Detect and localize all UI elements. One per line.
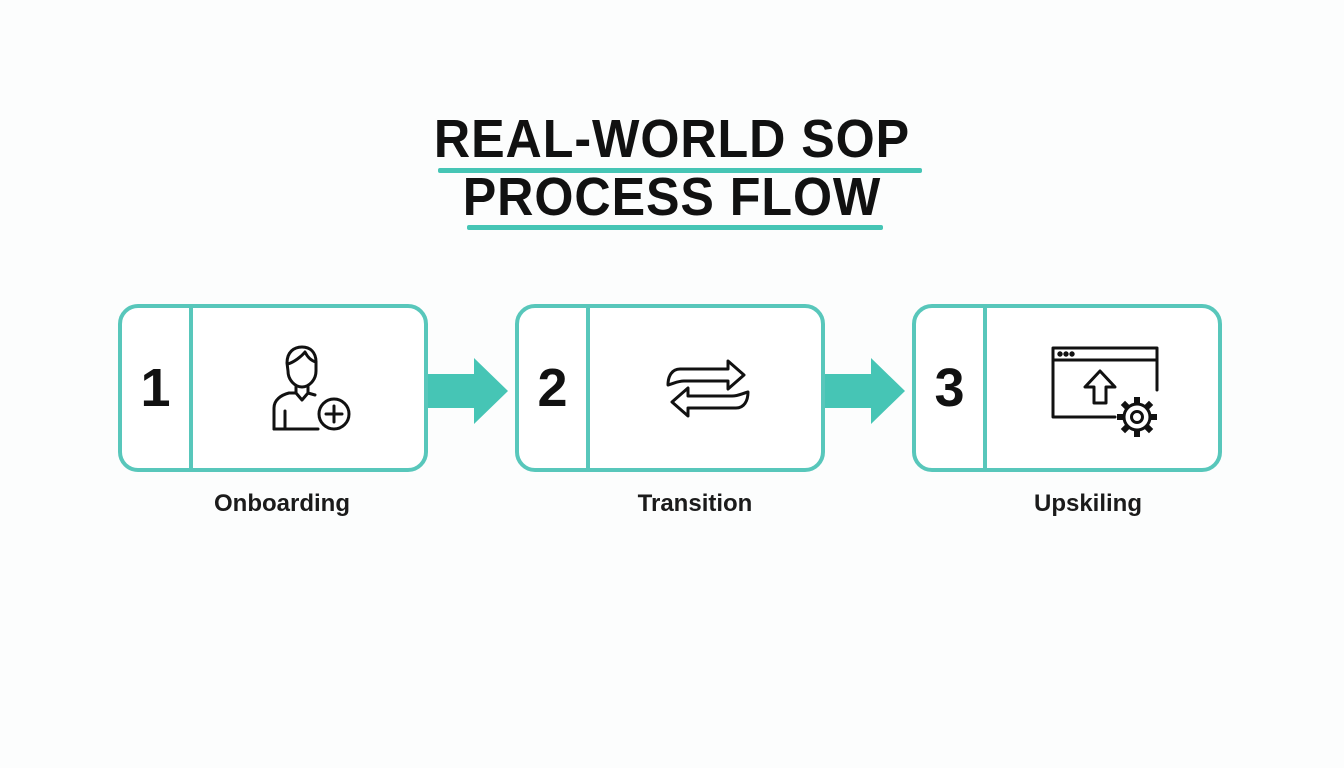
title-text-2: PROCESS FLOW: [462, 167, 882, 227]
step-card-1: 1: [118, 304, 428, 472]
step-number-2: 2: [537, 358, 568, 418]
browser-upload-gear-icon: [1051, 346, 1158, 437]
step-number-cell-2: 2: [519, 308, 590, 468]
step-number-3: 3: [934, 358, 965, 418]
add-user-icon: [272, 345, 350, 431]
step-icon-cell-1: [197, 308, 424, 468]
step-card-2: 2: [515, 304, 825, 472]
step-label-upskiling: Upskiling: [1033, 490, 1142, 517]
step-icon-cell-2: [594, 308, 821, 468]
swap-arrows-icon: [666, 359, 749, 418]
step-icon-cell-3: [991, 308, 1218, 468]
flow-arrow-1: [428, 358, 508, 424]
title-line-1: REAL-WORLD SOP: [0, 112, 1344, 166]
step-number-1: 1: [140, 358, 171, 418]
step-number-cell-1: 1: [122, 308, 193, 468]
step-label-transition: Transition: [637, 490, 753, 517]
title-underline-2: [467, 225, 883, 230]
title-underline-1: [438, 168, 922, 173]
title-text-1: REAL-WORLD SOP: [433, 109, 911, 169]
step-card-3: 3: [912, 304, 1222, 472]
step-number-cell-3: 3: [916, 308, 987, 468]
title-line-2: PROCESS FLOW: [0, 170, 1344, 224]
flow-arrow-2: [825, 358, 905, 424]
step-label-onboarding: Onboarding: [214, 490, 350, 517]
